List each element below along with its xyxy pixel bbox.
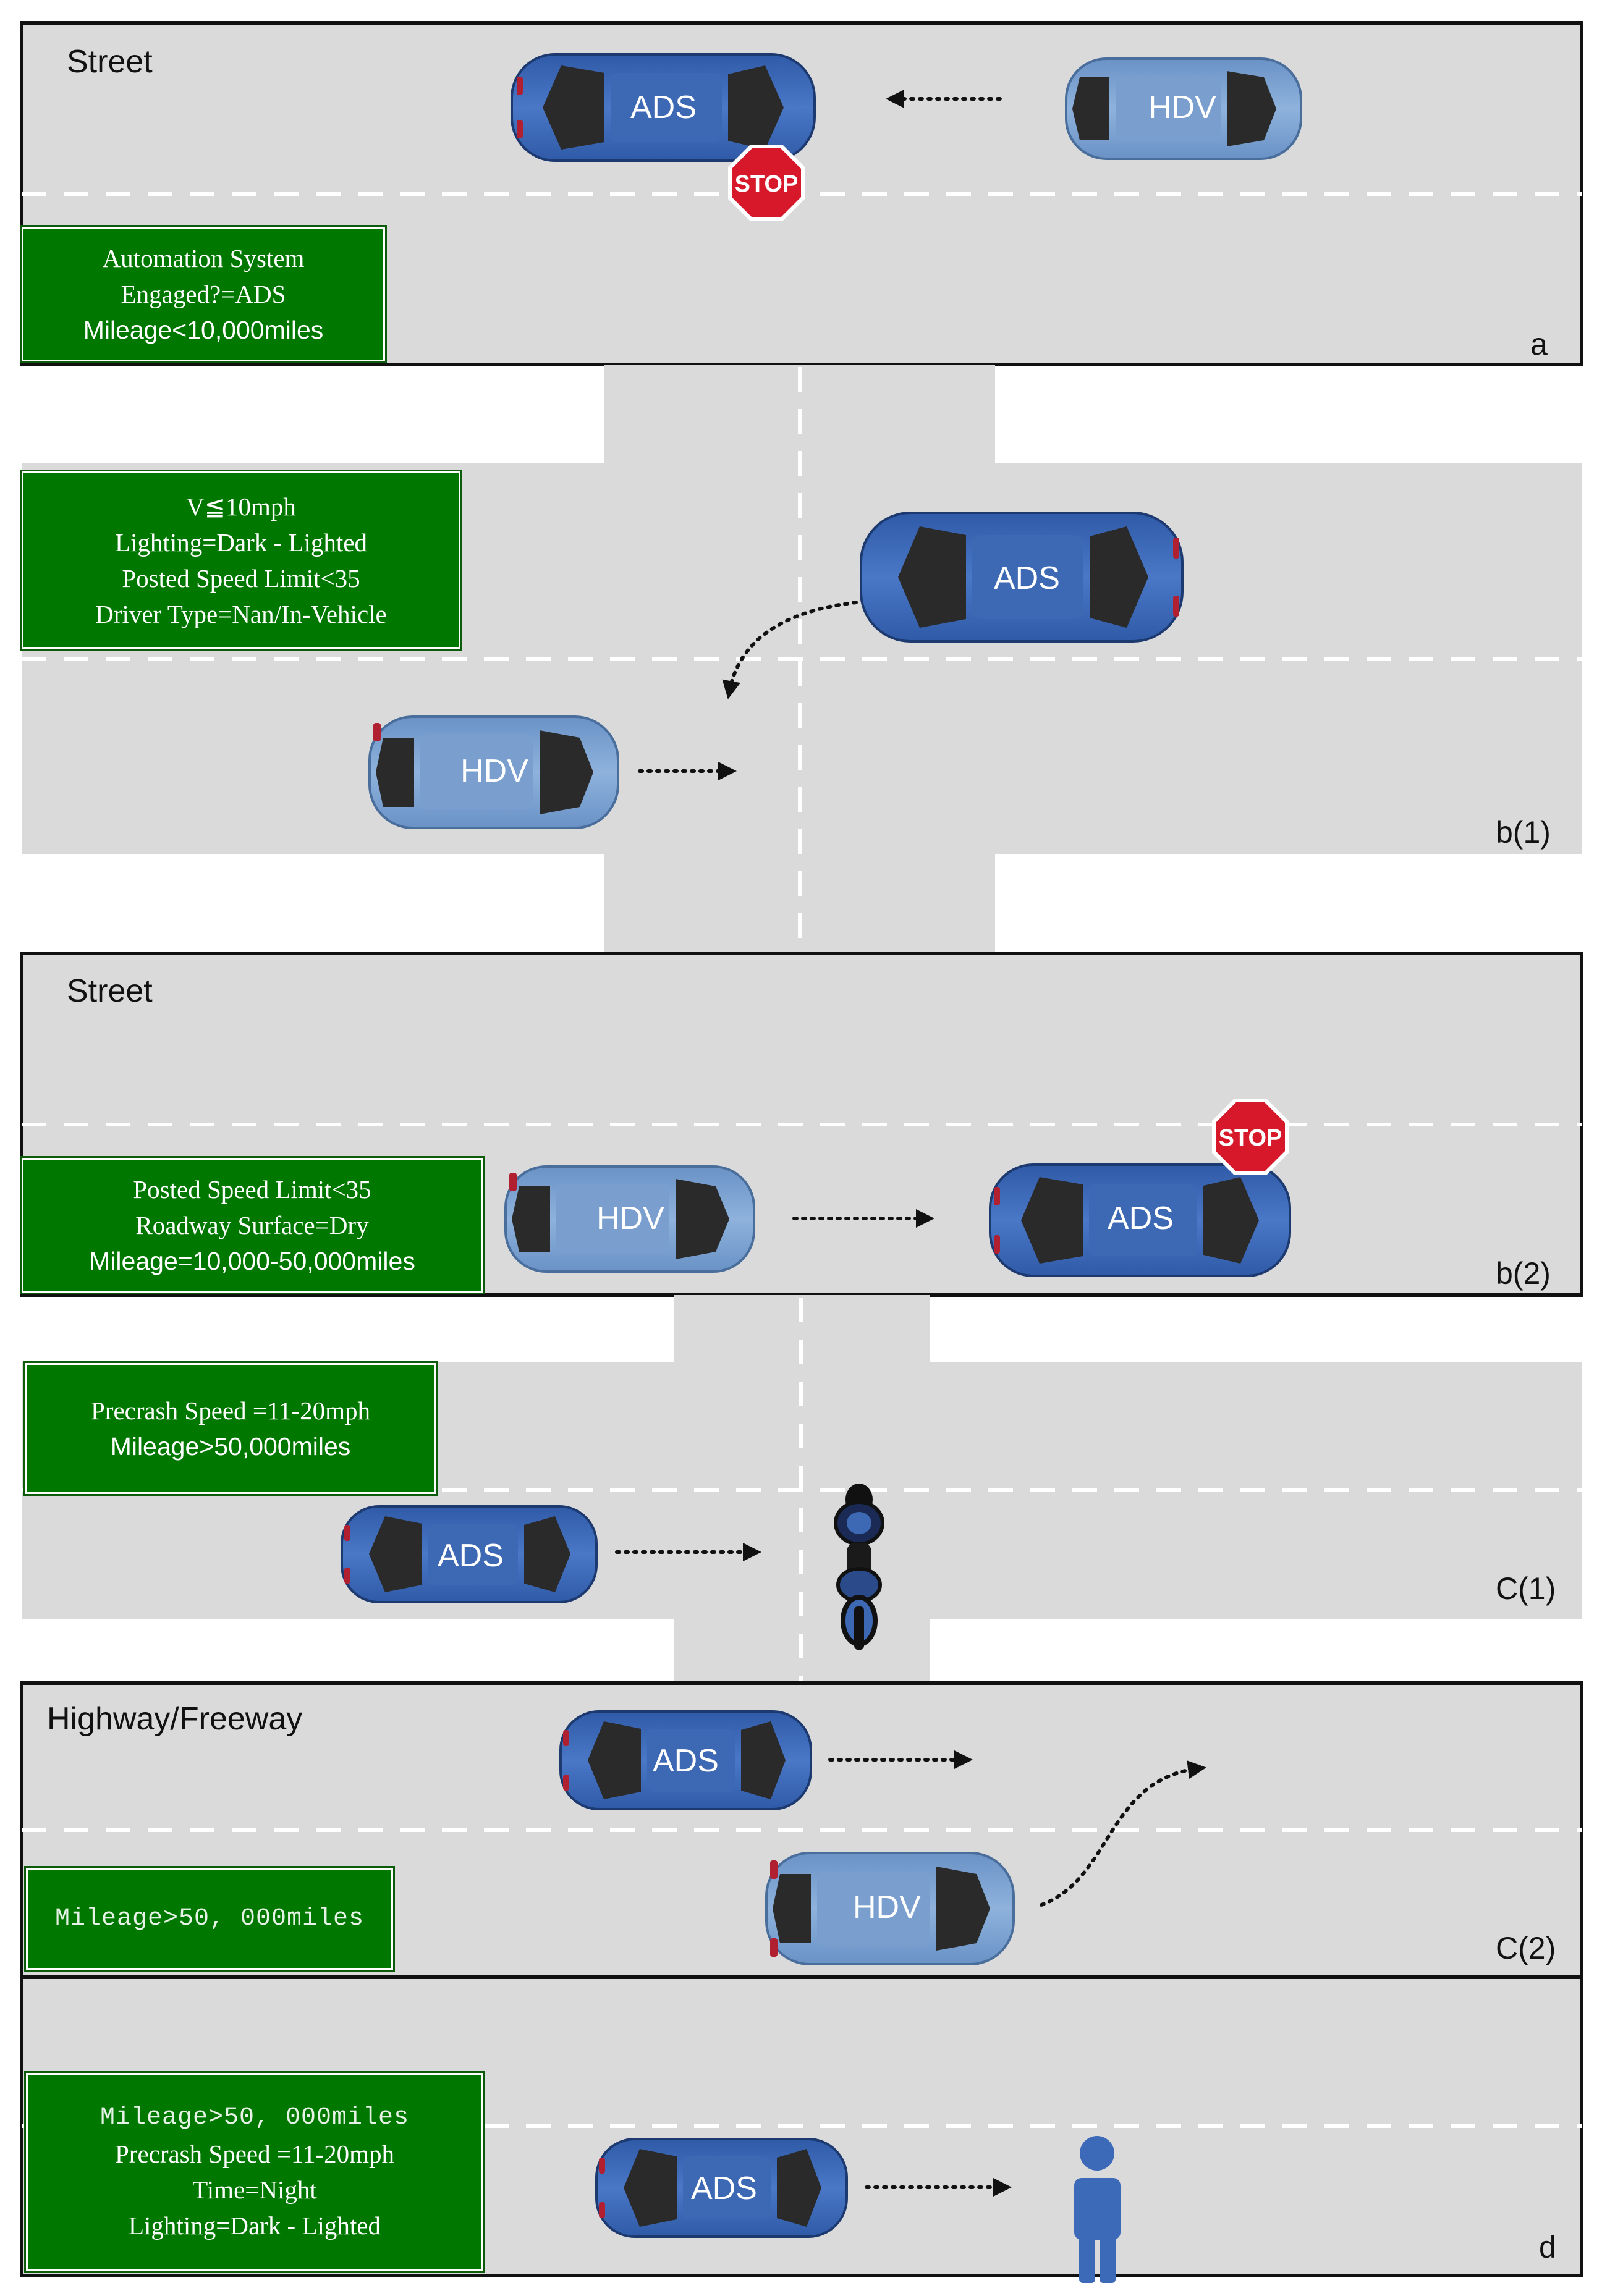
sign-line: Posted Speed Limit<35 <box>133 1175 371 1204</box>
svg-text:STOP: STOP <box>735 171 799 197</box>
hdv-car-icon <box>504 1165 755 1273</box>
hdv-label: HDV <box>596 1201 664 1236</box>
motorcycle-icon <box>834 1484 884 1650</box>
motion-arrow <box>1040 1760 1206 1907</box>
ads-car-icon <box>595 2138 848 2238</box>
ads-label: ADS <box>630 90 697 125</box>
condition-sign-c2: Mileage>50, 000miles <box>24 1866 395 1972</box>
sign-line: Roadway Surface=Dry <box>135 1211 369 1239</box>
sign-line: Precrash Speed =11-20mph <box>90 1396 370 1425</box>
ads-label: ADS <box>1108 1201 1174 1236</box>
hdv-label: HDV <box>460 753 528 789</box>
ads-label: ADS <box>691 2171 757 2206</box>
sign-line: Posted Speed Limit<35 <box>122 563 360 593</box>
sign-line: V≦10mph <box>186 492 296 521</box>
panel-tag: a <box>1530 327 1548 361</box>
panel-tag: C(2) <box>1496 1931 1556 1965</box>
sign-line: Driver Type=Nan/In-Vehicle <box>95 599 387 628</box>
condition-sign-b2: Posted Speed Limit<35 Roadway Surface=Dr… <box>20 1156 485 1294</box>
sign-line: Mileage>50, 000miles <box>54 1904 365 1933</box>
panel-tag: b(2) <box>1496 1256 1551 1291</box>
ads-car-icon <box>989 1163 1291 1277</box>
road-label: Highway/Freeway <box>47 1701 303 1737</box>
ads-car-icon <box>860 512 1184 643</box>
stop-sign-icon: STOP <box>728 145 805 221</box>
condition-sign-c1: Precrash Speed =11-20mph Mileage>50,000m… <box>23 1361 438 1496</box>
ads-label: ADS <box>653 1743 719 1779</box>
sign-line: Precrash Speed =11-20mph <box>114 2140 394 2168</box>
ads-car-icon <box>559 1710 812 1810</box>
sign-line: Engaged?=ADS <box>121 280 286 308</box>
svg-text:STOP: STOP <box>1219 1125 1282 1151</box>
sign-line: Automation System <box>102 244 305 272</box>
panel-tag: d <box>1539 2230 1556 2264</box>
ads-label: ADS <box>438 1538 504 1574</box>
hdv-car-icon <box>1065 57 1302 160</box>
sign-line: Time=Night <box>192 2176 317 2204</box>
sign-line: Mileage>50,000miles <box>110 1432 351 1461</box>
ads-car-icon <box>511 53 816 162</box>
sign-line: Mileage>50, 000miles <box>100 2104 410 2132</box>
hdv-label: HDV <box>853 1889 921 1925</box>
sign-line: Mileage<10,000miles <box>83 316 324 344</box>
sign-line: Lighting=Dark - Lighted <box>115 528 367 557</box>
ads-label: ADS <box>994 560 1060 596</box>
sign-line: Mileage=10,000-50,000miles <box>89 1247 415 1275</box>
road-label: Street <box>67 44 153 80</box>
condition-sign-b1: V≦10mph Lighting=Dark - Lighted Posted S… <box>20 470 462 651</box>
pedestrian-icon <box>1074 2136 1121 2283</box>
ads-car-icon <box>341 1505 598 1603</box>
road-label: Street <box>67 973 153 1009</box>
panel-tag: C(1) <box>1496 1571 1556 1606</box>
condition-sign-a: Automation System Engaged?=ADS Mileage<1… <box>20 225 387 363</box>
hdv-label: HDV <box>1148 90 1216 125</box>
condition-sign-d: Mileage>50, 000miles Precrash Speed =11-… <box>24 2071 485 2273</box>
hdv-car-icon <box>765 1852 1015 1965</box>
hdv-car-icon <box>368 715 619 829</box>
panel-tag: b(1) <box>1496 815 1551 850</box>
sign-line: Lighting=Dark - Lighted <box>129 2211 381 2240</box>
stop-sign-icon: STOP <box>1212 1099 1289 1175</box>
panel-b1 <box>22 365 1582 952</box>
motion-arrow <box>722 601 858 699</box>
